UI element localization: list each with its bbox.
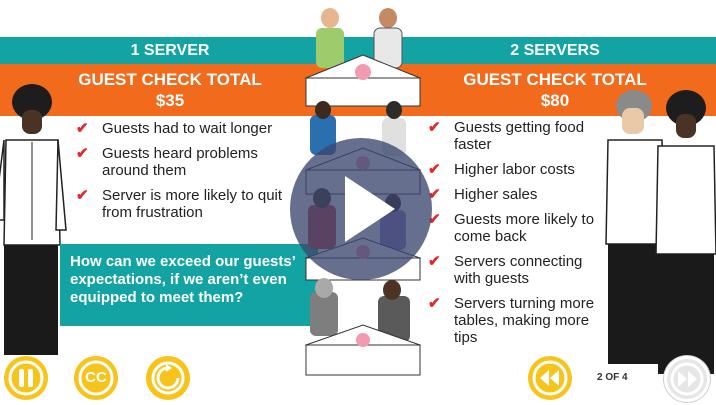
list-item: ✔Guests more likely to come back (428, 211, 595, 245)
check-icon: ✔ (76, 120, 89, 137)
pause-icon (8, 360, 44, 396)
play-icon (345, 176, 395, 242)
rewind-icon (532, 360, 568, 396)
rewind-button[interactable] (528, 356, 572, 400)
play-button[interactable] (290, 138, 432, 280)
cc-button[interactable]: CC (74, 356, 118, 400)
left-heading: 1 SERVER (130, 42, 210, 59)
left-total-label: GUEST CHECK TOTAL (78, 70, 262, 89)
right-total-value: $80 (540, 91, 570, 110)
left-server-figure (0, 84, 67, 355)
check-icon: ✔ (428, 161, 441, 178)
left-list: ✔Guests had to wait longer ✔Guests heard… (76, 120, 306, 229)
check-icon: ✔ (428, 119, 441, 136)
replay-button[interactable] (146, 356, 190, 400)
check-icon: ✔ (428, 295, 441, 312)
list-item: ✔Higher sales (428, 186, 538, 203)
list-item: ✔Guests heard problems around them (76, 145, 258, 179)
list-item: ✔Guests had to wait longer (76, 120, 273, 137)
list-item: ✔Servers turning more tables, making mor… (428, 295, 595, 346)
list-item: ✔Guests getting food faster (428, 119, 585, 153)
check-icon: ✔ (76, 187, 89, 204)
question-box (60, 244, 318, 326)
list-item: ✔Higher labor costs (428, 161, 575, 178)
forward-button[interactable] (664, 356, 710, 402)
replay-icon (151, 361, 185, 395)
fast-forward-icon (670, 362, 704, 396)
question-text: How can we exceed our guests’ expectatio… (70, 253, 296, 306)
left-total-value: $35 (155, 91, 185, 110)
right-heading: 2 SERVERS (510, 42, 600, 59)
list-item: ✔Server is more likely to quit from frus… (76, 187, 283, 221)
check-icon: ✔ (428, 253, 441, 270)
check-icon: ✔ (76, 145, 89, 162)
right-list: ✔Guests getting food faster ✔Higher labo… (428, 119, 608, 354)
page-indicator: 2 OF 4 (597, 372, 628, 383)
pause-button[interactable] (4, 356, 48, 400)
cc-label: CC (85, 369, 107, 386)
list-item: ✔Servers connecting with guests (428, 253, 583, 287)
right-servers-figure (605, 90, 716, 374)
cc-icon (78, 360, 114, 396)
right-total-label: GUEST CHECK TOTAL (463, 70, 647, 89)
